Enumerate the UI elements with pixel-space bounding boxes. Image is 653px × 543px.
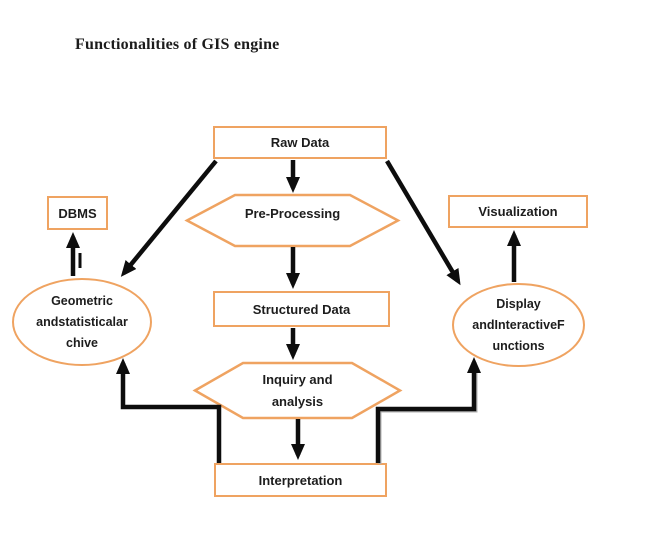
node-dbms: DBMS <box>47 196 108 230</box>
node-structured-data-label: Structured Data <box>252 301 351 317</box>
node-display-functions: Display andInteractiveF unctions <box>452 283 585 367</box>
node-display-functions-line3: unctions <box>492 338 545 353</box>
diagram-title: Functionalities of GIS engine <box>75 36 280 53</box>
node-geo-archive-line2: andstatisticalar <box>36 314 128 329</box>
node-raw-data-label: Raw Data <box>270 135 330 150</box>
node-pre-processing-label: Pre-Processing <box>244 205 341 221</box>
node-display-functions-line1: Display <box>496 296 541 311</box>
node-pre-processing: Pre-Processing <box>184 193 401 248</box>
node-interpretation: Interpretation <box>214 463 387 497</box>
node-raw-data: Raw Data <box>213 126 387 159</box>
node-display-functions-line2: andInteractiveF <box>472 317 565 332</box>
node-visualization-label: Visualization <box>478 204 558 219</box>
node-geo-archive: Geometric andstatisticalar chive <box>12 278 152 366</box>
node-inquiry-analysis-line2: analysis <box>271 393 324 409</box>
node-visualization: Visualization <box>448 195 588 228</box>
node-geo-archive-line1: Geometric <box>51 293 113 308</box>
node-interpretation-label: Interpretation <box>258 472 343 488</box>
node-structured-data: Structured Data <box>213 291 390 327</box>
node-inquiry-analysis: Inquiry and analysis <box>192 361 403 420</box>
node-dbms-label: DBMS <box>58 205 97 221</box>
node-inquiry-analysis-line1: Inquiry and <box>262 371 333 387</box>
node-geo-archive-line3: chive <box>66 335 98 350</box>
